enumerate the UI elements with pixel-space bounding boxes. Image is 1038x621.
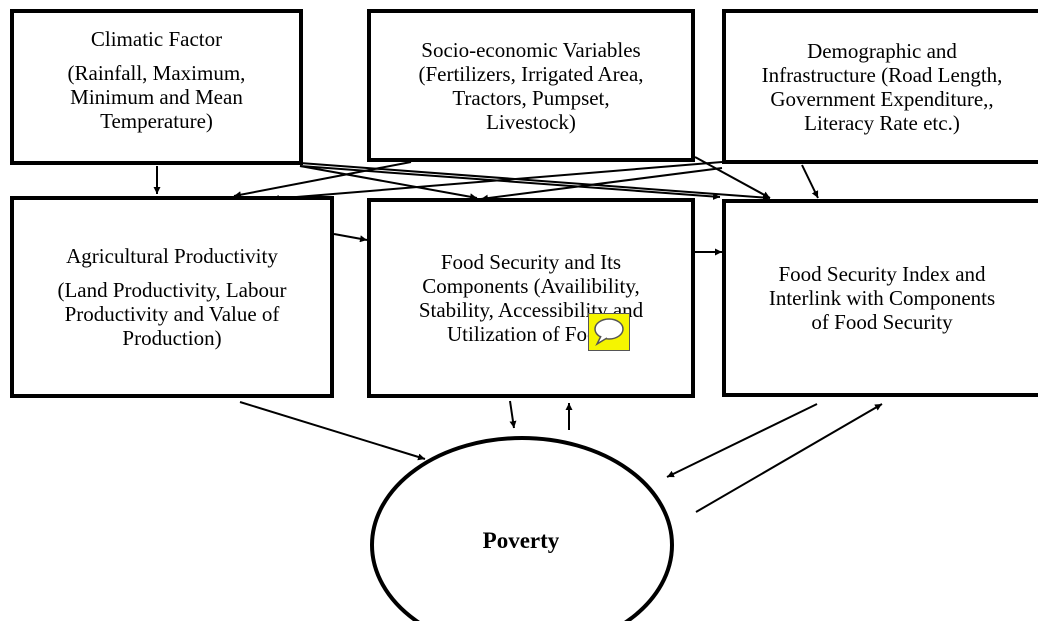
index-line-1: Food Security Index and	[778, 262, 986, 286]
agricultural-line-1: (Land Productivity, Labour	[57, 278, 287, 302]
arrow-demo-to-food	[480, 167, 723, 202]
arrow-socio-to-agri	[233, 161, 412, 199]
socio-economic-line-4: Livestock)	[486, 109, 576, 134]
arrow-agri-to-food	[333, 233, 368, 243]
socio-economic-line-3: Tractors, Pumpset,	[452, 85, 610, 110]
arrow-agri-to-poverty	[239, 401, 426, 461]
demographic-line-4: Literacy Rate etc.)	[804, 110, 960, 135]
arrow-demo-to-agri	[271, 161, 723, 202]
food-security-line-4: Utilization of Food)	[447, 322, 615, 346]
arrow-climate-to-index-1	[299, 165, 721, 200]
speech-bubble-icon[interactable]	[588, 313, 630, 351]
demographic-line-3: Government Expenditure,,	[770, 86, 994, 111]
socio-economic-line-1: Socio-economic Variables	[421, 37, 641, 62]
food-security-line-2: Components (Availibility,	[422, 274, 640, 298]
speech-bubble-glyph	[594, 318, 624, 346]
demographic-line-1: Demographic and	[807, 38, 957, 63]
index-line-2: Interlink with Components	[768, 286, 996, 310]
agricultural-productivity-box: Agricultural Productivity (Land Producti…	[10, 196, 334, 398]
arrow-index-to-poverty	[666, 403, 818, 478]
climatic-factor-box: Climatic Factor (Rainfall, Maximum, Mini…	[10, 9, 303, 165]
climatic-factor-line-1: (Rainfall, Maximum,	[67, 61, 246, 85]
arrow-climate-to-food	[299, 165, 478, 201]
socio-economic-box: Socio-economic Variables (Fertilizers, I…	[367, 9, 695, 162]
climatic-factor-title: Climatic Factor	[90, 27, 223, 51]
agricultural-line-2: Productivity and Value of	[64, 302, 280, 326]
food-security-index-box: Food Security Index and Interlink with C…	[722, 199, 1038, 397]
poverty-ellipse	[370, 436, 674, 621]
food-security-box: Food Security and Its Components (Availi…	[367, 198, 695, 398]
poverty-label: Poverty	[482, 528, 560, 553]
food-security-line-1: Food Security and Its	[440, 250, 622, 274]
arrow-poverty-to-index	[695, 403, 883, 513]
demographic-line-2: Infrastructure (Road Length,	[761, 62, 1003, 87]
arrow-food-to-poverty	[509, 400, 517, 429]
socio-economic-line-2: (Fertilizers, Irrigated Area,	[418, 61, 644, 86]
index-line-3: of Food Security	[811, 310, 953, 334]
agricultural-productivity-title: Agricultural Productivity	[66, 244, 278, 268]
climatic-factor-line-2: Minimum and Mean	[70, 85, 243, 109]
climatic-factor-line-3: Temperature)	[100, 109, 213, 133]
agricultural-line-3: Production)	[122, 326, 222, 350]
arrow-demo-to-index	[801, 164, 819, 199]
demographic-infrastructure-box: Demographic and Infrastructure (Road Len…	[722, 9, 1038, 164]
